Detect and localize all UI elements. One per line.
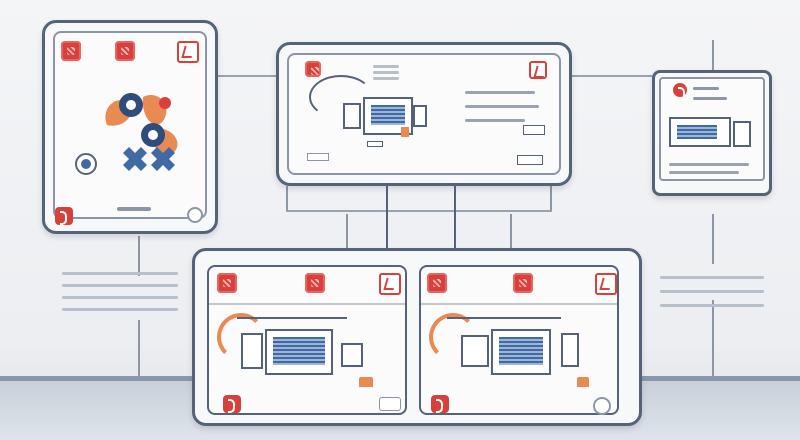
text-line (62, 296, 178, 299)
red-square-icon[interactable] (427, 273, 447, 293)
connector-line (712, 40, 714, 70)
edit-icon[interactable] (595, 273, 617, 295)
red-square-icon[interactable] (115, 41, 135, 61)
connector-line (712, 214, 714, 264)
text-line (465, 105, 539, 108)
document-lines (273, 337, 325, 365)
footer-rect[interactable] (367, 141, 383, 147)
footer-rect[interactable] (517, 155, 543, 165)
document-icon (343, 103, 361, 129)
text-line (465, 119, 525, 122)
badge-icon[interactable] (431, 395, 449, 413)
menu-lines (373, 71, 399, 74)
button-rect[interactable] (523, 125, 545, 135)
orange-flag (401, 127, 409, 137)
text-line (62, 308, 178, 311)
connector-line (447, 317, 561, 319)
edit-icon[interactable] (379, 273, 401, 295)
text-line (693, 97, 727, 100)
menu-lines (373, 77, 399, 80)
connector-line (550, 186, 552, 212)
text-line (660, 290, 764, 293)
connector-line (138, 320, 140, 376)
chart-blob-icon (105, 93, 178, 171)
document-icon (733, 121, 751, 147)
text-line (669, 163, 749, 166)
document-icon (491, 329, 551, 375)
text-line (693, 87, 719, 90)
bottom-dashboard[interactable] (192, 248, 642, 426)
right-card[interactable] (652, 70, 772, 196)
circle-icon[interactable] (75, 153, 97, 175)
red-square-icon[interactable] (513, 273, 533, 293)
connector-line (572, 75, 652, 77)
orange-arc (429, 313, 477, 361)
connector-line (454, 184, 456, 248)
document-icon (341, 343, 363, 367)
document-icon (413, 105, 427, 127)
sub-panel-right[interactable] (419, 265, 619, 415)
orange-flag (359, 377, 373, 387)
footer-rect[interactable] (307, 153, 329, 161)
text-line (660, 304, 764, 307)
top-monitor[interactable] (276, 42, 572, 186)
badge-icon[interactable] (223, 395, 241, 413)
badge-icon[interactable] (55, 207, 73, 225)
circle-icon[interactable] (187, 207, 203, 223)
text-line (669, 171, 739, 174)
edit-icon[interactable] (177, 41, 199, 63)
connector-line (712, 300, 714, 376)
left-tablet[interactable] (42, 20, 218, 234)
text-line (62, 284, 178, 287)
divider (421, 303, 617, 305)
red-square-icon[interactable] (305, 273, 325, 293)
orange-arc (309, 75, 373, 119)
orange-flag (577, 377, 589, 387)
connector-line (237, 317, 347, 319)
document-icon (265, 329, 333, 375)
document-icon (241, 333, 263, 369)
document-icon (363, 97, 413, 135)
menu-lines (373, 65, 399, 68)
text-line (465, 91, 535, 94)
red-square-icon[interactable] (217, 273, 237, 293)
connector-line (286, 210, 552, 212)
document-icon (669, 117, 731, 147)
connector-line (510, 214, 512, 248)
camera-icon[interactable] (379, 397, 401, 411)
connector-line (218, 75, 276, 77)
connector-line (386, 184, 388, 248)
document-icon (461, 335, 489, 367)
badge-icon[interactable] (673, 83, 687, 101)
document-lines (677, 125, 717, 139)
red-square-icon[interactable] (305, 61, 321, 77)
tablet-home-bar[interactable] (117, 207, 151, 211)
connector-line (346, 214, 348, 248)
document-lines (499, 337, 543, 365)
text-line (660, 276, 764, 279)
document-icon (561, 333, 579, 367)
edit-icon[interactable] (529, 61, 547, 79)
orange-arc (217, 313, 265, 361)
circle-icon[interactable] (593, 397, 611, 415)
text-line (62, 272, 178, 275)
connector-line (286, 186, 288, 212)
connector-line (138, 236, 140, 276)
document-lines (371, 105, 405, 125)
sub-panel-left[interactable] (207, 265, 407, 415)
red-square-icon[interactable] (61, 41, 81, 61)
divider (209, 303, 405, 305)
